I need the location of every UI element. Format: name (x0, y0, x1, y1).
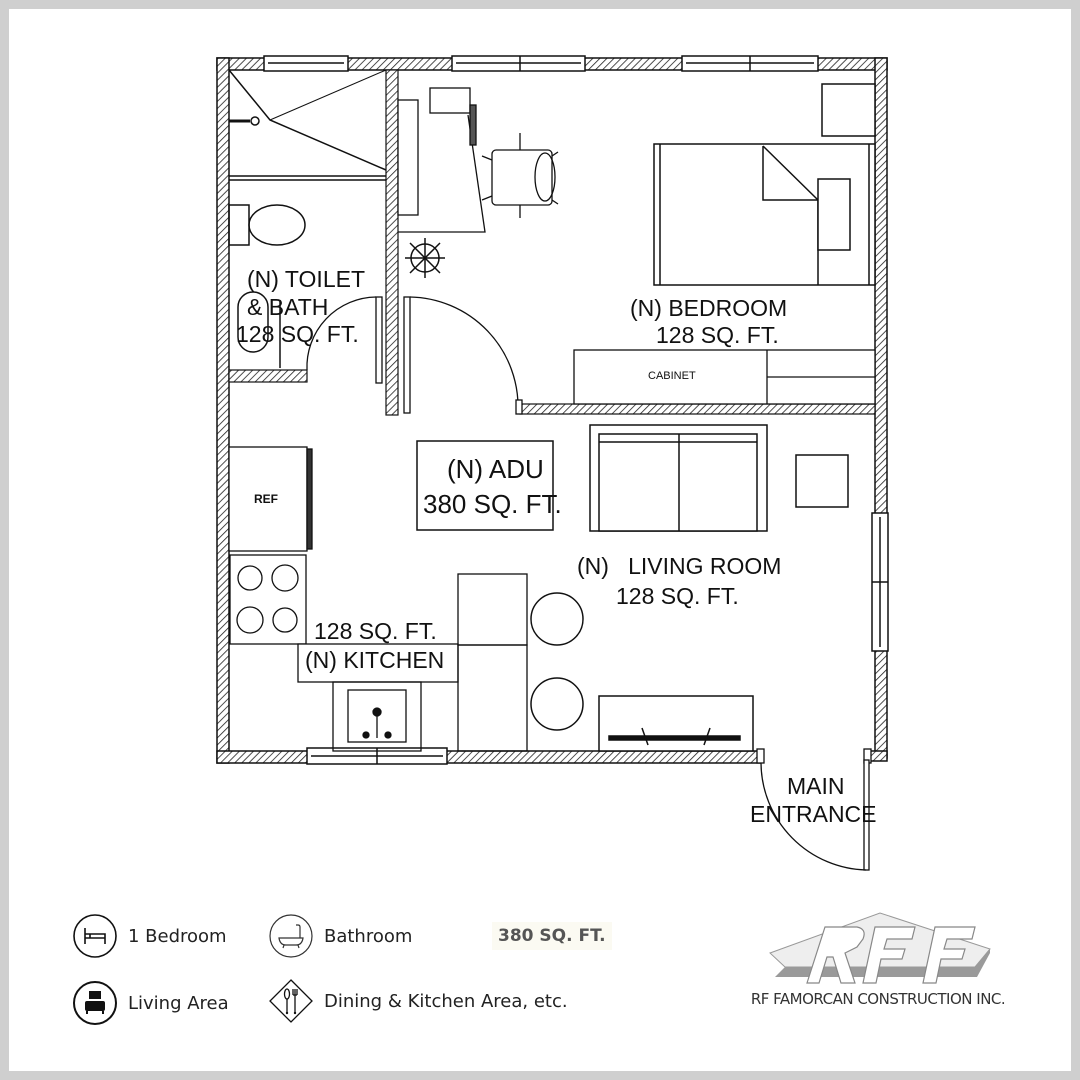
bathroom-fixtures (228, 69, 387, 368)
adu-area: 380 SQ. FT. (423, 489, 562, 519)
adu-label: (N) ADU (447, 454, 544, 484)
bath-area: 128 SQ. FT. (236, 321, 359, 347)
bathroom-door (306, 296, 383, 384)
entrance-label-line1: MAIN (787, 773, 845, 799)
legend-item-dining: Dining & Kitchen Area, etc. (268, 978, 568, 1024)
kitchen-counter (297, 573, 528, 752)
bathtub-icon (268, 913, 314, 959)
sofa-icon (72, 980, 118, 1026)
kitchen-label: (N) KITCHEN (305, 647, 445, 673)
cabinet-label: CABINET (648, 370, 696, 382)
living-area: 128 SQ. FT. (616, 583, 739, 609)
legend-item-bedroom: 1 Bedroom (72, 913, 227, 959)
utensils-icon (268, 978, 314, 1024)
fridge-label: REF (254, 492, 278, 506)
sofa (589, 424, 849, 532)
tv-stand (598, 695, 754, 752)
legend-item-living: Living Area (72, 980, 229, 1026)
company-name: RF FAMORCAN CONSTRUCTION INC. (750, 990, 1006, 1008)
bath-label-line2: & BATH (247, 294, 329, 320)
bedroom-door (403, 296, 523, 415)
kitchen-area: 128 SQ. FT. (314, 618, 437, 644)
legend-label: 1 Bedroom (128, 925, 227, 947)
total-area-badge: 380 SQ. FT. (492, 922, 612, 950)
legend-label: Living Area (128, 992, 229, 1014)
adu-label-box (416, 440, 554, 531)
ceiling-fan-icon (405, 238, 445, 278)
bedroom-area: 128 SQ. FT. (656, 322, 779, 348)
company-logo (769, 912, 991, 984)
legend-label: Dining & Kitchen Area, etc. (324, 990, 568, 1012)
kitchen-appliances (228, 446, 313, 645)
main-entrance-door (756, 748, 872, 871)
bath-label-line1: (N) TOILET (247, 266, 365, 292)
desk (397, 87, 559, 233)
bed-icon (72, 913, 118, 959)
living-label: (N) LIVING ROOM (577, 553, 782, 579)
cabinet (573, 349, 876, 405)
legend-label: Bathroom (324, 925, 413, 947)
bed (653, 83, 876, 286)
bedroom-label: (N) BEDROOM (630, 295, 788, 321)
windows (263, 55, 889, 765)
legend-item-bathroom: Bathroom (268, 913, 412, 959)
entrance-label-line2: ENTRANCE (750, 801, 877, 827)
bar-stools (530, 592, 584, 731)
